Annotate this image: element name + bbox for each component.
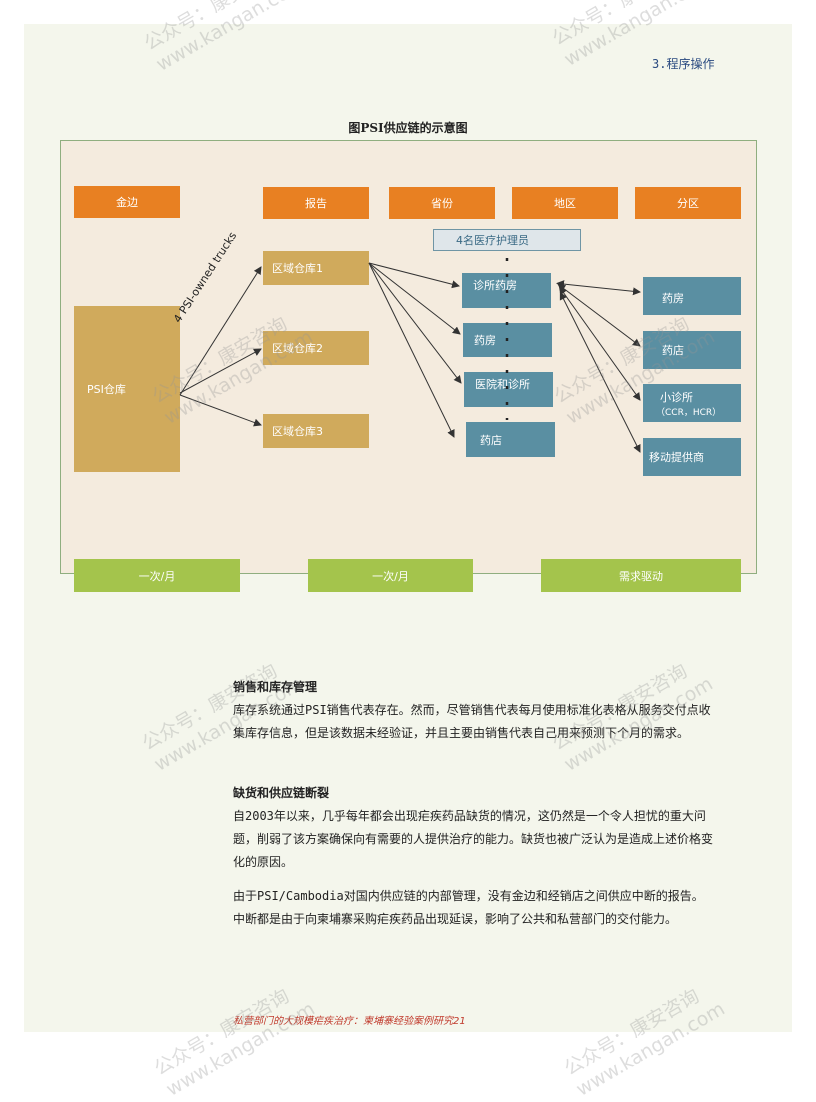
section-heading: 缺货和供应链断裂 [233, 786, 330, 800]
section-heading: 销售和库存管理 [233, 680, 318, 694]
figure-title: 图PSI供应链的示意图 [348, 121, 468, 135]
level-label: 金边 [116, 196, 138, 209]
outlet-pharmacy: 药房 [643, 277, 741, 315]
outlet-label: 小诊所 [660, 390, 693, 404]
nurse-label: 4名医疗护理员 [456, 234, 529, 247]
level-label: 报告 [305, 197, 327, 210]
level-label: 省份 [431, 197, 453, 210]
section-paragraph: 自2003年以来，几乎每年都会出现疟疾药品缺货的情况，这仍然是一个令人担忧的重大… [233, 809, 714, 869]
outlet-label: 药房 [662, 292, 684, 305]
frequency-bar-2: 一次/月 [308, 559, 473, 592]
regional-warehouse-2: 区域仓库2 [263, 331, 369, 365]
warehouse-label: 区域仓库3 [272, 425, 323, 438]
outlet-mobile-provider: 移动提供商 [643, 438, 741, 476]
outlet-drugstore: 药店 [643, 331, 741, 369]
warehouse-label: 区域仓库1 [272, 262, 323, 275]
frequency-bar-3: 需求驱动 [541, 559, 741, 592]
node-hospital-clinic: 医院和诊所 [464, 372, 553, 407]
outlet-sublabel: （CCR，HCR） [656, 407, 722, 418]
level-label: 地区 [554, 197, 576, 210]
section-paragraph: 库存系统通过PSI销售代表存在。然而，尽管销售代表每月使用标准化表格从服务交付点… [233, 703, 711, 740]
section-header: 3.程序操作 [652, 57, 715, 71]
level-phnom-penh: 金边 [74, 186, 180, 218]
section-stockouts: 缺货和供应链断裂 自2003年以来，几乎每年都会出现疟疾药品缺货的情况，这仍然是… [233, 782, 713, 931]
node-label: 药店 [480, 434, 502, 447]
section-paragraph: 由于PSI/Cambodia对国内供应链的内部管理，没有金边和经销店之间供应中断… [233, 889, 704, 926]
level-report: 报告 [263, 187, 369, 219]
psi-warehouse: PSI仓库 [74, 306, 180, 472]
regional-warehouse-1: 区域仓库1 [263, 251, 369, 285]
node-drugstore: 药店 [466, 422, 555, 457]
psi-warehouse-label: PSI仓库 [87, 383, 126, 396]
node-label: 药房 [474, 334, 496, 347]
level-province: 省份 [389, 187, 495, 219]
node-clinic-pharmacy: 诊所药房 [462, 273, 551, 308]
level-district: 地区 [512, 187, 618, 219]
page-footer: 私营部门的大规模疟疾治疗：柬埔寨经验案例研究21 [233, 1016, 466, 1027]
outlet-label: 药店 [662, 344, 684, 357]
section-sales-inventory: 销售和库存管理 库存系统通过PSI销售代表存在。然而，尽管销售代表每月使用标准化… [233, 676, 713, 745]
frequency-label: 需求驱动 [619, 569, 663, 583]
outlet-label: 移动提供商 [649, 451, 704, 464]
level-subdistrict: 分区 [635, 187, 741, 219]
node-label: 诊所药房 [473, 279, 517, 292]
node-label: 医院和诊所 [475, 378, 530, 391]
regional-warehouse-3: 区域仓库3 [263, 414, 369, 448]
frequency-bar-1: 一次/月 [74, 559, 240, 592]
frequency-label: 一次/月 [138, 569, 176, 583]
warehouse-label: 区域仓库2 [272, 342, 323, 355]
level-label: 分区 [677, 197, 699, 210]
node-pharmacy: 药房 [463, 323, 552, 357]
outlet-small-clinic: 小诊所 （CCR，HCR） [643, 384, 741, 422]
nurse-label-box: 4名医疗护理员 [433, 229, 581, 251]
frequency-label: 一次/月 [372, 569, 409, 583]
